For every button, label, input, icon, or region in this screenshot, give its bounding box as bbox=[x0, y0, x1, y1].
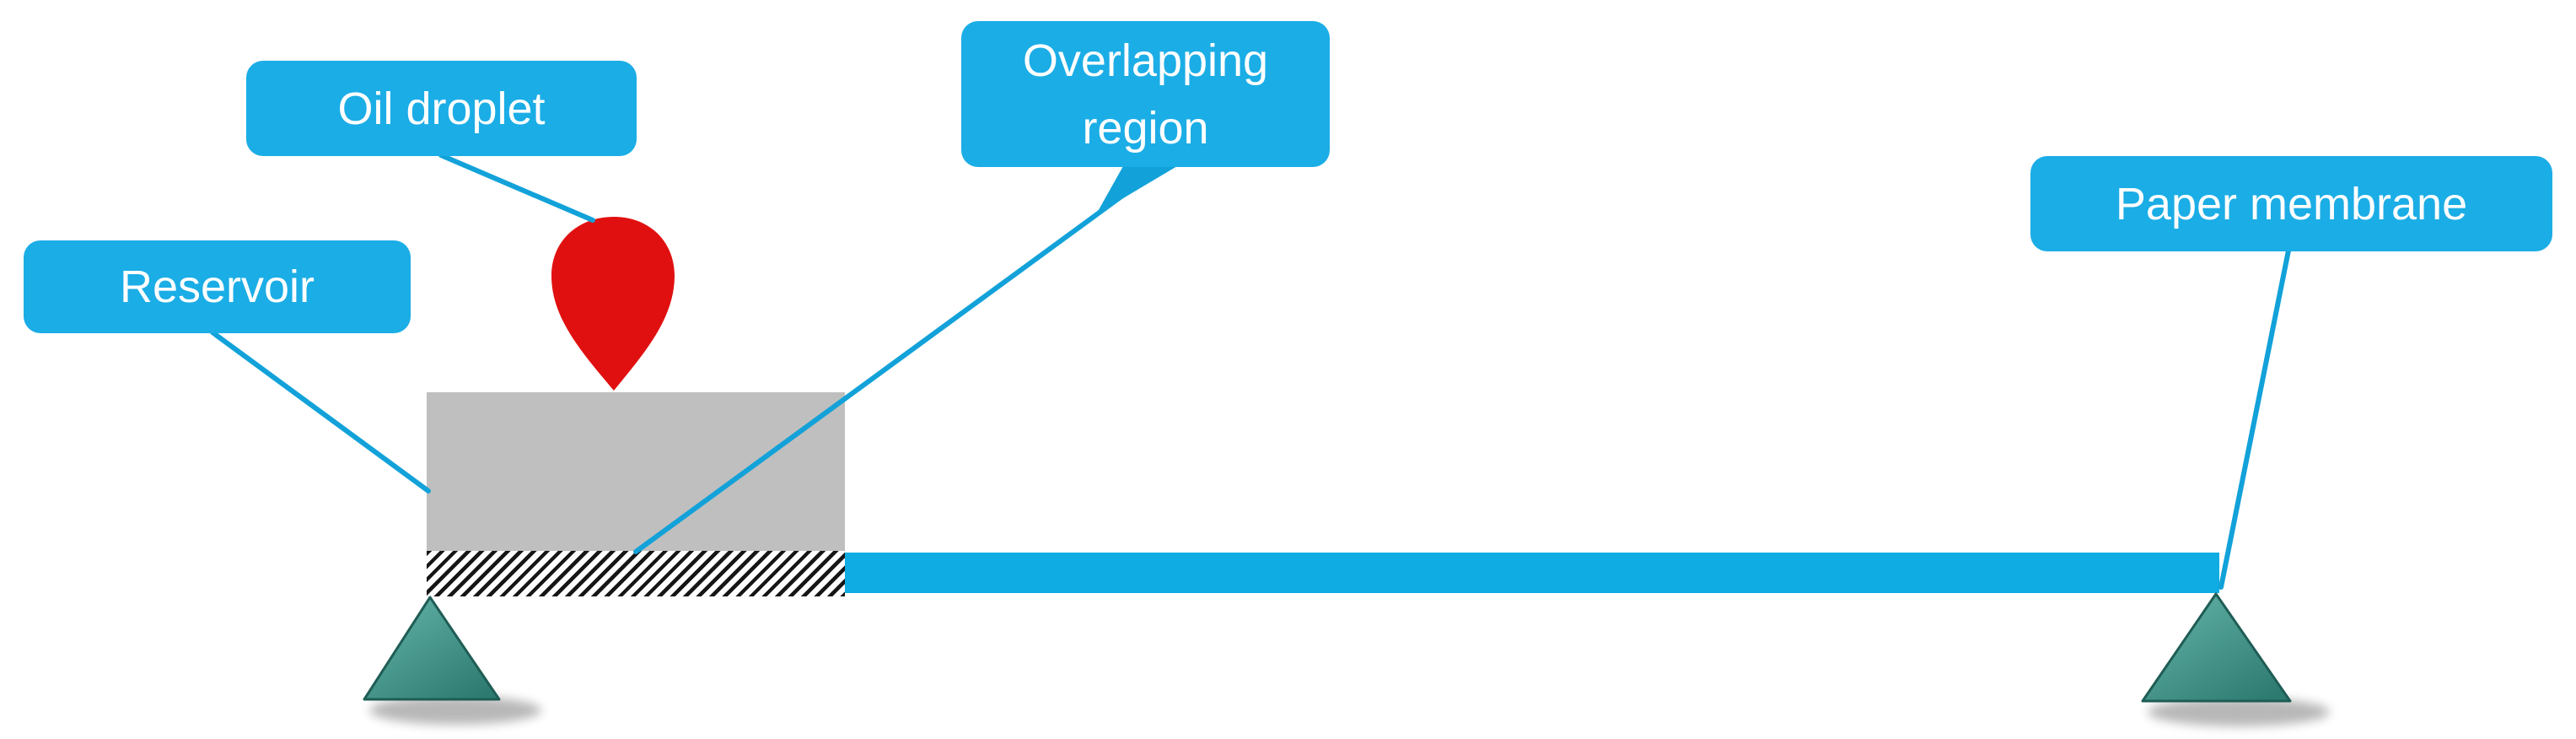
paper-membrane-label-text: Paper membrane bbox=[2115, 178, 2468, 229]
leader-line-oil-droplet bbox=[438, 153, 595, 223]
oil-droplet-shape bbox=[551, 217, 675, 391]
overlapping-region-label: Overlapping region bbox=[961, 21, 1330, 167]
leader-wedge-overlapping-region bbox=[1096, 166, 1177, 214]
overlapping-region-label-text: Overlapping region bbox=[1022, 35, 1269, 154]
support-triangle-right bbox=[2141, 592, 2292, 703]
reservoir-label-text: Reservoir bbox=[119, 262, 315, 312]
oil-droplet-label-text: Oil droplet bbox=[337, 83, 546, 134]
support-shadow-left bbox=[369, 696, 541, 725]
support-shadow-right bbox=[2148, 698, 2330, 726]
reservoir-rect bbox=[427, 392, 845, 551]
overlapping-region-hatch bbox=[427, 551, 845, 596]
leader-line-paper-membrane bbox=[2218, 248, 2291, 590]
oil-droplet-label: Oil droplet bbox=[246, 61, 637, 156]
reservoir-label: Reservoir bbox=[24, 240, 411, 333]
leader-line-reservoir bbox=[210, 330, 431, 494]
support-triangle-left bbox=[363, 596, 501, 701]
paper-membrane-label: Paper membrane bbox=[2030, 156, 2552, 251]
paper-membrane-bar bbox=[845, 553, 2219, 593]
